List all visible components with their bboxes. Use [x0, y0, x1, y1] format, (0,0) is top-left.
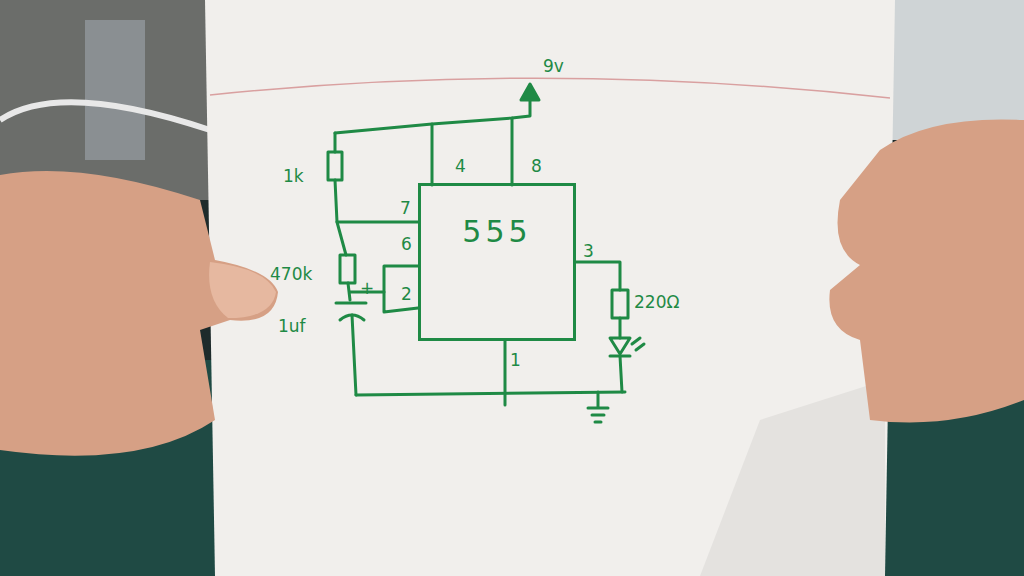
circuit-wires [328, 84, 644, 422]
supply-voltage: 9v [543, 58, 564, 75]
pin-number: 7 [400, 200, 411, 217]
resistor-value: 470k [270, 266, 312, 283]
resistor-value: 1k [283, 168, 304, 185]
paper-sheet [205, 0, 895, 576]
pin-number: 3 [583, 243, 594, 260]
polarity-mark: + [360, 280, 374, 297]
right-hand [829, 119, 1024, 422]
pin-number: 8 [531, 158, 542, 175]
pin-number: 2 [401, 286, 412, 303]
resistor-value: 220Ω [634, 294, 679, 311]
capacitor-value: 1uf [278, 318, 306, 335]
left-hand [0, 171, 278, 456]
pin-number: 1 [510, 352, 521, 369]
ic-body: 555 [418, 183, 576, 341]
pin-number: 4 [455, 158, 466, 175]
pin-number: 6 [401, 236, 412, 253]
ic-label: 555 [462, 217, 531, 247]
